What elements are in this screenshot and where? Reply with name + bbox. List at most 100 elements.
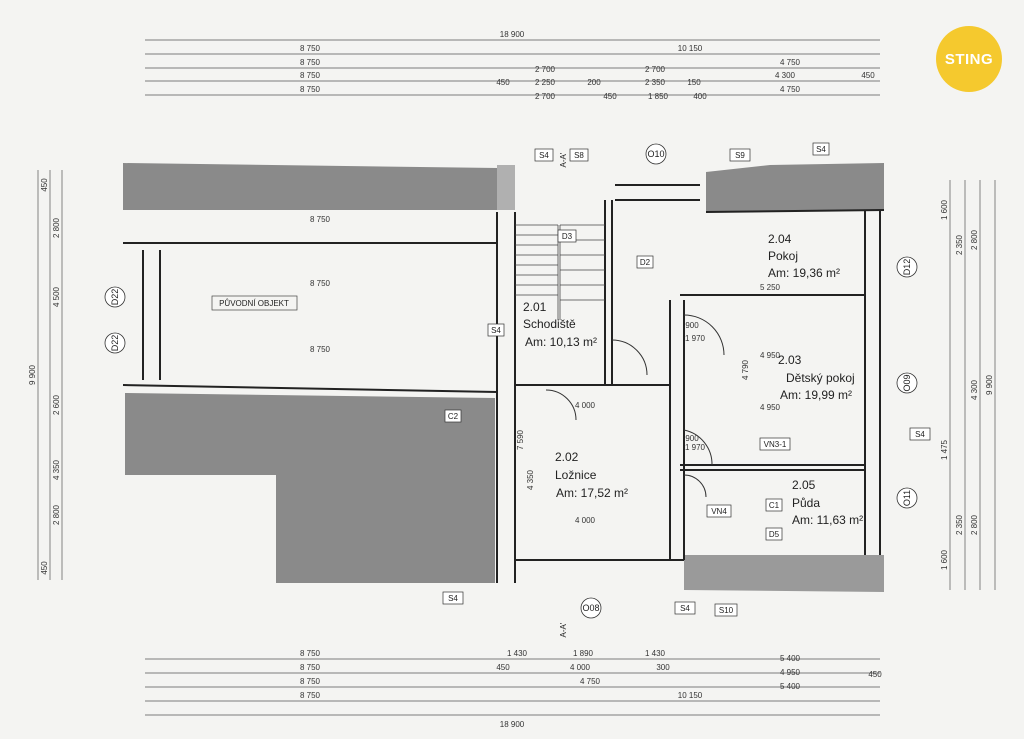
dim-label: 8 750 [300, 691, 321, 700]
dim-label: 7 590 [516, 429, 525, 450]
window-o09: O09 [902, 374, 912, 391]
room-area: Am: 11,63 m² [792, 513, 863, 527]
dim-label: 2 350 [645, 78, 666, 87]
dim-label: 2 700 [535, 65, 556, 74]
dim-label: 4 750 [580, 677, 601, 686]
dim-label: 4 750 [780, 85, 801, 94]
dim-label: 8 750 [310, 279, 331, 288]
section-mark-top: A-A' [559, 152, 568, 167]
room-name: Ložnice [555, 468, 597, 482]
window-o08: O08 [582, 603, 599, 613]
dim-label: 8 750 [310, 345, 331, 354]
tag-s4: S4 [491, 326, 501, 335]
material-tags [442, 142, 931, 617]
dim-label: 4 500 [52, 286, 61, 307]
dim-label: 1 600 [940, 199, 949, 220]
room-number: 2.01 [523, 300, 547, 314]
room-area: Am: 19,99 m² [780, 388, 852, 402]
dim-label: 450 [868, 670, 882, 679]
tag-c2: C2 [448, 412, 459, 421]
dim-label: 450 [603, 92, 617, 101]
dim-label: 4 950 [780, 668, 801, 677]
section-mark-bottom: A-A' [559, 622, 568, 637]
dim-label: 2 700 [535, 92, 556, 101]
dim-label: 8 750 [300, 58, 321, 67]
window-o10: O10 [647, 149, 664, 159]
dim-label: 450 [40, 561, 49, 575]
dim-label: 4 000 [575, 401, 596, 410]
dim-label: 4 000 [570, 663, 591, 672]
dim-label: 4 350 [52, 459, 61, 480]
dim-label: 4 950 [760, 403, 781, 412]
room-2-01: 2.01 Schodiště Am: 10,13 m² [523, 300, 597, 349]
dim-label: 1 475 [940, 439, 949, 460]
tag-s8: S8 [574, 151, 584, 160]
dim-label: 4 350 [526, 469, 535, 490]
room-number: 2.03 [778, 353, 802, 367]
dim-label: 2 800 [970, 514, 979, 535]
dim-label: 1 970 [685, 443, 706, 452]
tag-s4: S4 [448, 594, 458, 603]
dim-label: 1 850 [648, 92, 669, 101]
room-number: 2.05 [792, 478, 816, 492]
dim-label: 900 [685, 434, 699, 443]
dim-label: 8 750 [300, 44, 321, 53]
dim-label: 450 [861, 71, 875, 80]
walls [122, 184, 885, 583]
dim-label: 450 [40, 178, 49, 192]
dim-label: 150 [687, 78, 701, 87]
dim-label: 8 750 [300, 649, 321, 658]
tag-s4: S4 [816, 145, 826, 154]
room-number: 2.02 [555, 450, 579, 464]
dim-label: 450 [496, 78, 510, 87]
dim-label: 450 [496, 663, 510, 672]
bottom-dimensions: 8 750 1 430 1 890 1 430 5 400 8 750 450 … [300, 649, 882, 729]
left-dimensions: 450 2 800 4 500 9 900 2 600 4 350 2 800 … [28, 178, 61, 575]
dim-label: 5 250 [760, 283, 781, 292]
room-name: Schodiště [523, 317, 576, 331]
dim-label: 2 350 [955, 514, 964, 535]
dim-label: 10 150 [678, 691, 703, 700]
dim-label: 5 400 [780, 682, 801, 691]
dim-label: 1 430 [507, 649, 528, 658]
room-number: 2.04 [768, 232, 792, 246]
dim-label: 4 790 [741, 359, 750, 380]
tag-s9: S9 [735, 151, 745, 160]
door-d22: D22 [110, 289, 120, 306]
tag-vn4: VN4 [711, 507, 727, 516]
tag-d5: D5 [769, 530, 780, 539]
existing-building-label: PŮVODNÍ OBJEKT [219, 299, 289, 308]
sting-logo: STING [936, 26, 1002, 92]
room-name: Půda [792, 496, 820, 510]
room-2-05: 2.05 Půda Am: 11,63 m² [792, 478, 863, 527]
dim-label: 5 400 [780, 654, 801, 663]
dim-label: 2 800 [970, 229, 979, 250]
dim-label: 2 800 [52, 217, 61, 238]
dim-label: 4 300 [970, 379, 979, 400]
dim-label: 1 890 [573, 649, 594, 658]
room-2-03: 2.03 Dětský pokoj Am: 19,99 m² [778, 353, 855, 402]
room-area: Am: 10,13 m² [525, 335, 597, 349]
tag-labels: S4 S8 S9 S4 S4 C2 S4 S4 S4 S10 C1 D3 D2 … [448, 145, 926, 637]
dim-label: 18 900 [500, 30, 525, 39]
dimension-lines [37, 39, 996, 716]
dim-label: 4 000 [575, 516, 596, 525]
dim-label: 2 800 [52, 504, 61, 525]
dim-label: 4 950 [760, 351, 781, 360]
dim-label: 4 300 [775, 71, 796, 80]
window-o11: O11 [902, 490, 912, 506]
dim-label: 18 900 [500, 720, 525, 729]
dim-label: 1 600 [940, 549, 949, 570]
dim-label: 2 250 [535, 78, 556, 87]
dim-label: 200 [587, 78, 601, 87]
tag-s4: S4 [915, 430, 925, 439]
dim-label: 400 [693, 92, 707, 101]
tag-s4: S4 [680, 604, 690, 613]
room-name: Pokoj [768, 249, 798, 263]
logo-text: STING [944, 50, 994, 68]
dim-label: 1 970 [685, 334, 706, 343]
dim-label: 4 750 [780, 58, 801, 67]
room-2-02: 2.02 Ložnice Am: 17,52 m² [555, 450, 628, 500]
dim-label: 9 900 [28, 364, 37, 385]
